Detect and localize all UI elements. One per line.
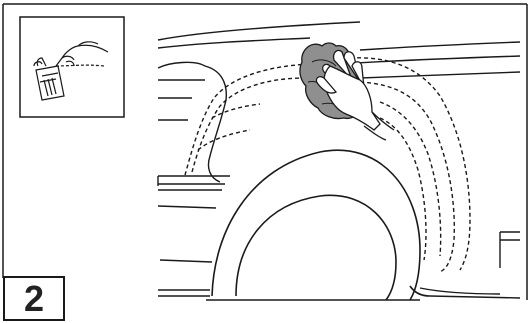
hand-with-cloth-wiping-fender-icon bbox=[299, 42, 395, 141]
figure-border bbox=[2, 3, 528, 300]
hand-peeling-protective-film-icon bbox=[33, 41, 109, 101]
inset-frame bbox=[19, 16, 125, 118]
protective-film-outline bbox=[184, 57, 471, 273]
car-body bbox=[157, 21, 521, 299]
step-number-box: 2 bbox=[3, 276, 65, 321]
tire bbox=[206, 149, 431, 301]
step-number: 2 bbox=[23, 277, 45, 319]
